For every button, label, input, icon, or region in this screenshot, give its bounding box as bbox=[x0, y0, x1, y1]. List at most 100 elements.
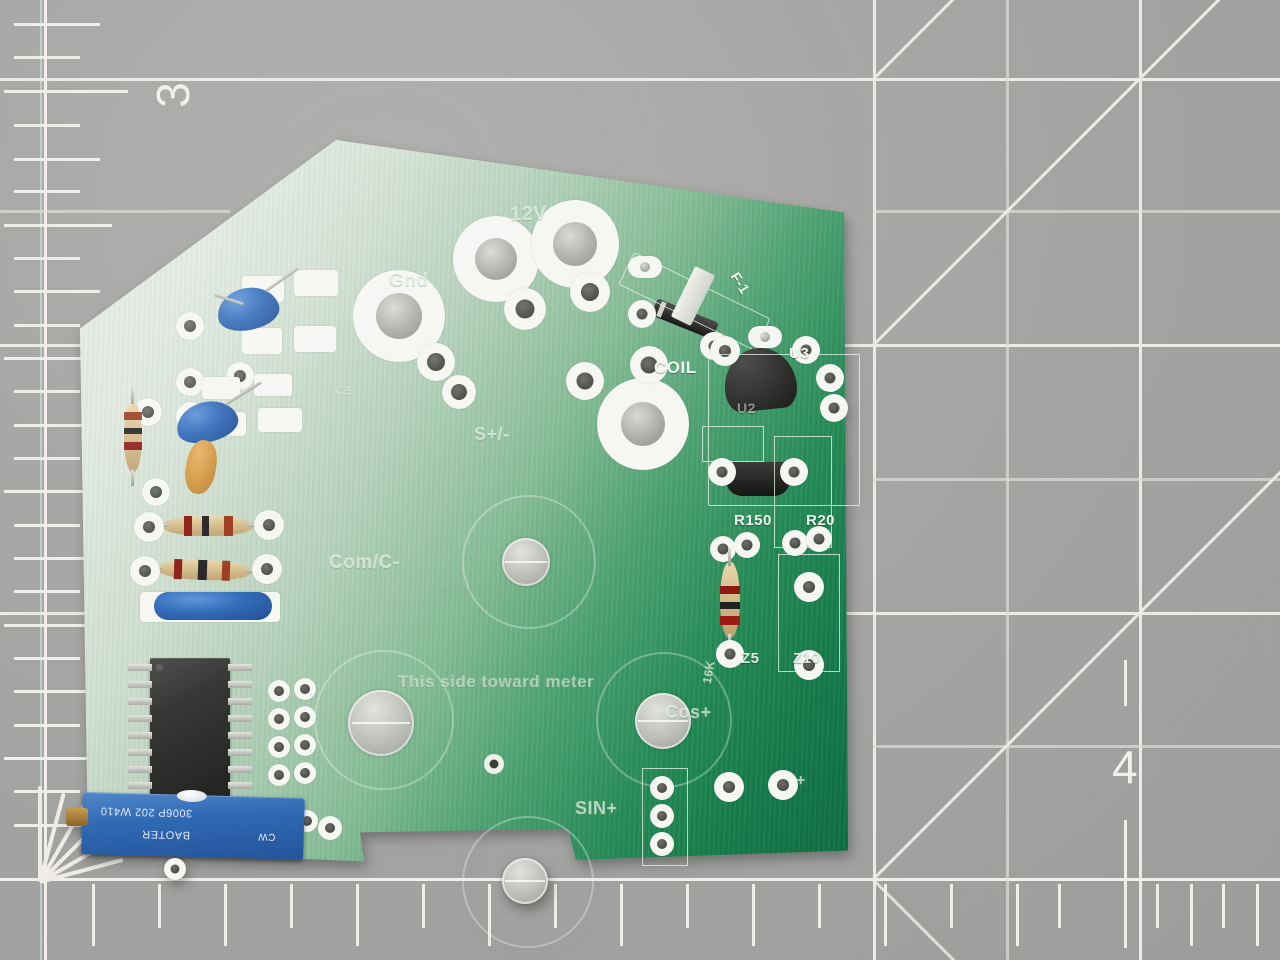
grid-line-minor bbox=[873, 478, 1280, 481]
pad-res-2a bbox=[130, 556, 160, 586]
silk-label-r150: R150 bbox=[734, 512, 772, 529]
ruler-tick bbox=[14, 790, 80, 793]
ruler-tick bbox=[1222, 884, 1225, 928]
pad-cos-2 bbox=[768, 770, 798, 800]
header-pad bbox=[294, 706, 316, 728]
silk-label-com-c-minus: Com/C- bbox=[329, 552, 400, 573]
silk-label-z5: Z5 bbox=[741, 650, 760, 667]
header-pad bbox=[268, 708, 290, 730]
pad-12v-a-via bbox=[504, 288, 546, 330]
trimpot-shaft bbox=[66, 808, 88, 826]
pad-fuse-a bbox=[628, 256, 662, 278]
pad-res-1a bbox=[134, 512, 164, 542]
ruler-tick bbox=[14, 324, 80, 327]
ruler-tick bbox=[92, 884, 95, 946]
silk-label-orientation-note: This side toward meter bbox=[398, 672, 595, 691]
silk-label-cs: CS bbox=[335, 383, 355, 398]
ruler-tick bbox=[818, 884, 821, 928]
ruler-tick bbox=[14, 290, 100, 293]
pad-gnd-via bbox=[417, 343, 455, 381]
pad-cos-1 bbox=[714, 772, 744, 802]
smd-pad-e bbox=[202, 377, 240, 399]
ruler-tick bbox=[158, 884, 161, 928]
ruler-tick bbox=[14, 257, 80, 260]
pad-coil-a bbox=[597, 378, 689, 470]
ruler-tick bbox=[884, 884, 887, 946]
pad-r150-a bbox=[708, 458, 736, 486]
silk-label-z10: Z10 bbox=[793, 650, 821, 667]
ruler-tick bbox=[356, 884, 359, 946]
u2-outline bbox=[708, 354, 860, 506]
pad-bl-1 bbox=[318, 816, 342, 840]
silk-label-12v: 12V bbox=[509, 202, 548, 226]
trimpot-marking: CW bbox=[257, 830, 276, 843]
pad-res-2b bbox=[252, 554, 282, 584]
silk-label-part-number: 2196-04A_PS-240 bbox=[432, 586, 511, 596]
pad-z5-top bbox=[710, 536, 736, 562]
pad-u3-2 bbox=[816, 364, 844, 392]
silk-label-cos-plus: Cos+ bbox=[665, 702, 712, 722]
pad-coil-a-via bbox=[566, 362, 604, 400]
pad-res-1b bbox=[254, 510, 284, 540]
mount-hole-left bbox=[348, 690, 414, 756]
pad-12v-a bbox=[453, 216, 539, 302]
mount-ring-top bbox=[462, 495, 596, 629]
pad-z10-top-b bbox=[806, 526, 832, 552]
ruler-tick bbox=[4, 757, 112, 760]
pad-left-7 bbox=[142, 478, 170, 506]
silk-label-s-plus-minus: S+/- bbox=[474, 424, 510, 444]
mount-hole-top bbox=[502, 538, 550, 586]
smd-pad-f bbox=[254, 374, 292, 396]
ruler-tick bbox=[14, 690, 100, 693]
ruler-tick bbox=[4, 224, 112, 227]
ruler-tick bbox=[4, 624, 112, 627]
silk-label-plus: + bbox=[796, 772, 806, 789]
ruler-tick bbox=[14, 158, 100, 161]
trimpot-wiper-slot[interactable] bbox=[176, 789, 207, 803]
ruler-tick bbox=[14, 390, 80, 393]
ruler-tick bbox=[422, 884, 425, 928]
silk-label-r20: R20 bbox=[806, 512, 836, 529]
ruler-tick bbox=[14, 724, 80, 727]
grid-line-minor bbox=[873, 210, 1280, 213]
pad-z10-top bbox=[782, 530, 808, 556]
silk-label-u2: U2 bbox=[737, 400, 756, 416]
ruler-tick bbox=[290, 884, 293, 928]
trimpot-brand: BAOTER bbox=[141, 827, 191, 841]
mount-hole-bottom bbox=[502, 858, 548, 904]
grid-line-horizontal bbox=[0, 78, 1280, 81]
header-pad bbox=[294, 734, 316, 756]
integrated-circuit-u1 bbox=[150, 658, 230, 798]
resistor-z5 bbox=[718, 548, 742, 652]
ruler-number-3: 3 bbox=[146, 82, 199, 108]
pad-left-1 bbox=[176, 312, 204, 340]
ruler-tick bbox=[4, 357, 112, 360]
ruler-tick bbox=[620, 884, 623, 946]
ruler-tick bbox=[1058, 884, 1061, 928]
smd-pad-c bbox=[242, 328, 282, 354]
trimmer-potentiometer[interactable]: 3006P 202 W410 BAOTER CW bbox=[81, 789, 305, 860]
pad-gnd-via2 bbox=[442, 375, 476, 409]
smd-pad-d bbox=[294, 326, 336, 352]
r150-outline bbox=[702, 426, 764, 462]
grid-line-vertical-blue bbox=[40, 0, 42, 960]
header-pad bbox=[268, 736, 290, 758]
ruler-tick bbox=[1016, 884, 1019, 946]
capacitor-blue-3 bbox=[154, 592, 272, 620]
pad-z10-bottom bbox=[794, 650, 824, 680]
header-pad bbox=[268, 680, 290, 702]
ruler-tick bbox=[1190, 884, 1193, 946]
ruler-tick bbox=[4, 90, 128, 93]
pad-u3-1 bbox=[792, 336, 820, 364]
ic-pin1-dot bbox=[156, 664, 163, 671]
mount-ring-bottom bbox=[462, 816, 594, 948]
silk-label-u3: U3 bbox=[789, 345, 810, 362]
ruler-tick bbox=[686, 884, 689, 928]
ruler-tick bbox=[14, 23, 100, 26]
trimpot-code: 3006P 202 W410 bbox=[100, 804, 193, 819]
ruler-tick bbox=[4, 490, 112, 493]
via-center-small bbox=[484, 754, 504, 774]
grid-line-horizontal-baseline bbox=[0, 878, 1280, 881]
ruler-tick bbox=[752, 884, 755, 946]
